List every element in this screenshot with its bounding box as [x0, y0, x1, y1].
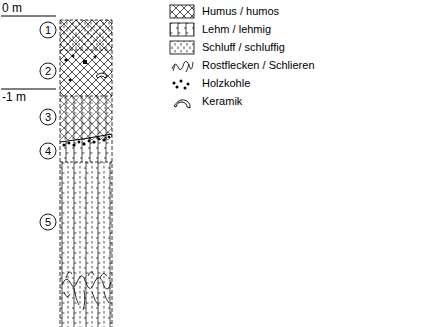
callout-number: 5	[39, 213, 57, 231]
layer-number: 4	[39, 142, 57, 160]
legend-swatch	[172, 61, 193, 72]
legend-swatch	[170, 23, 194, 36]
layer-number: 5	[39, 213, 57, 231]
legend-text: Keramik	[202, 95, 242, 108]
legend-swatch	[170, 41, 194, 54]
layer-number: 1	[39, 21, 57, 39]
legend-swatch	[174, 100, 190, 108]
depth-label: 0 m	[2, 2, 22, 15]
legend-text: Humus / humos	[202, 5, 279, 18]
legend-text: Rostflecken / Schlieren	[202, 59, 315, 72]
callout-number: 1	[39, 21, 57, 39]
legend-swatch	[170, 5, 194, 18]
callout-number: 2	[39, 62, 57, 80]
legend-text: Holzkohle	[202, 77, 250, 90]
legend-text: Lehm / lehmig	[202, 23, 271, 36]
callout-number: 4	[39, 142, 57, 160]
legend-swatch	[173, 80, 190, 90]
layer-number: 3	[39, 108, 57, 126]
layer-number: 2	[39, 62, 57, 80]
depth-label: -1 m	[2, 91, 26, 104]
callout-number: 3	[39, 108, 57, 126]
legend-text: Schluff / schluffig	[202, 41, 285, 54]
